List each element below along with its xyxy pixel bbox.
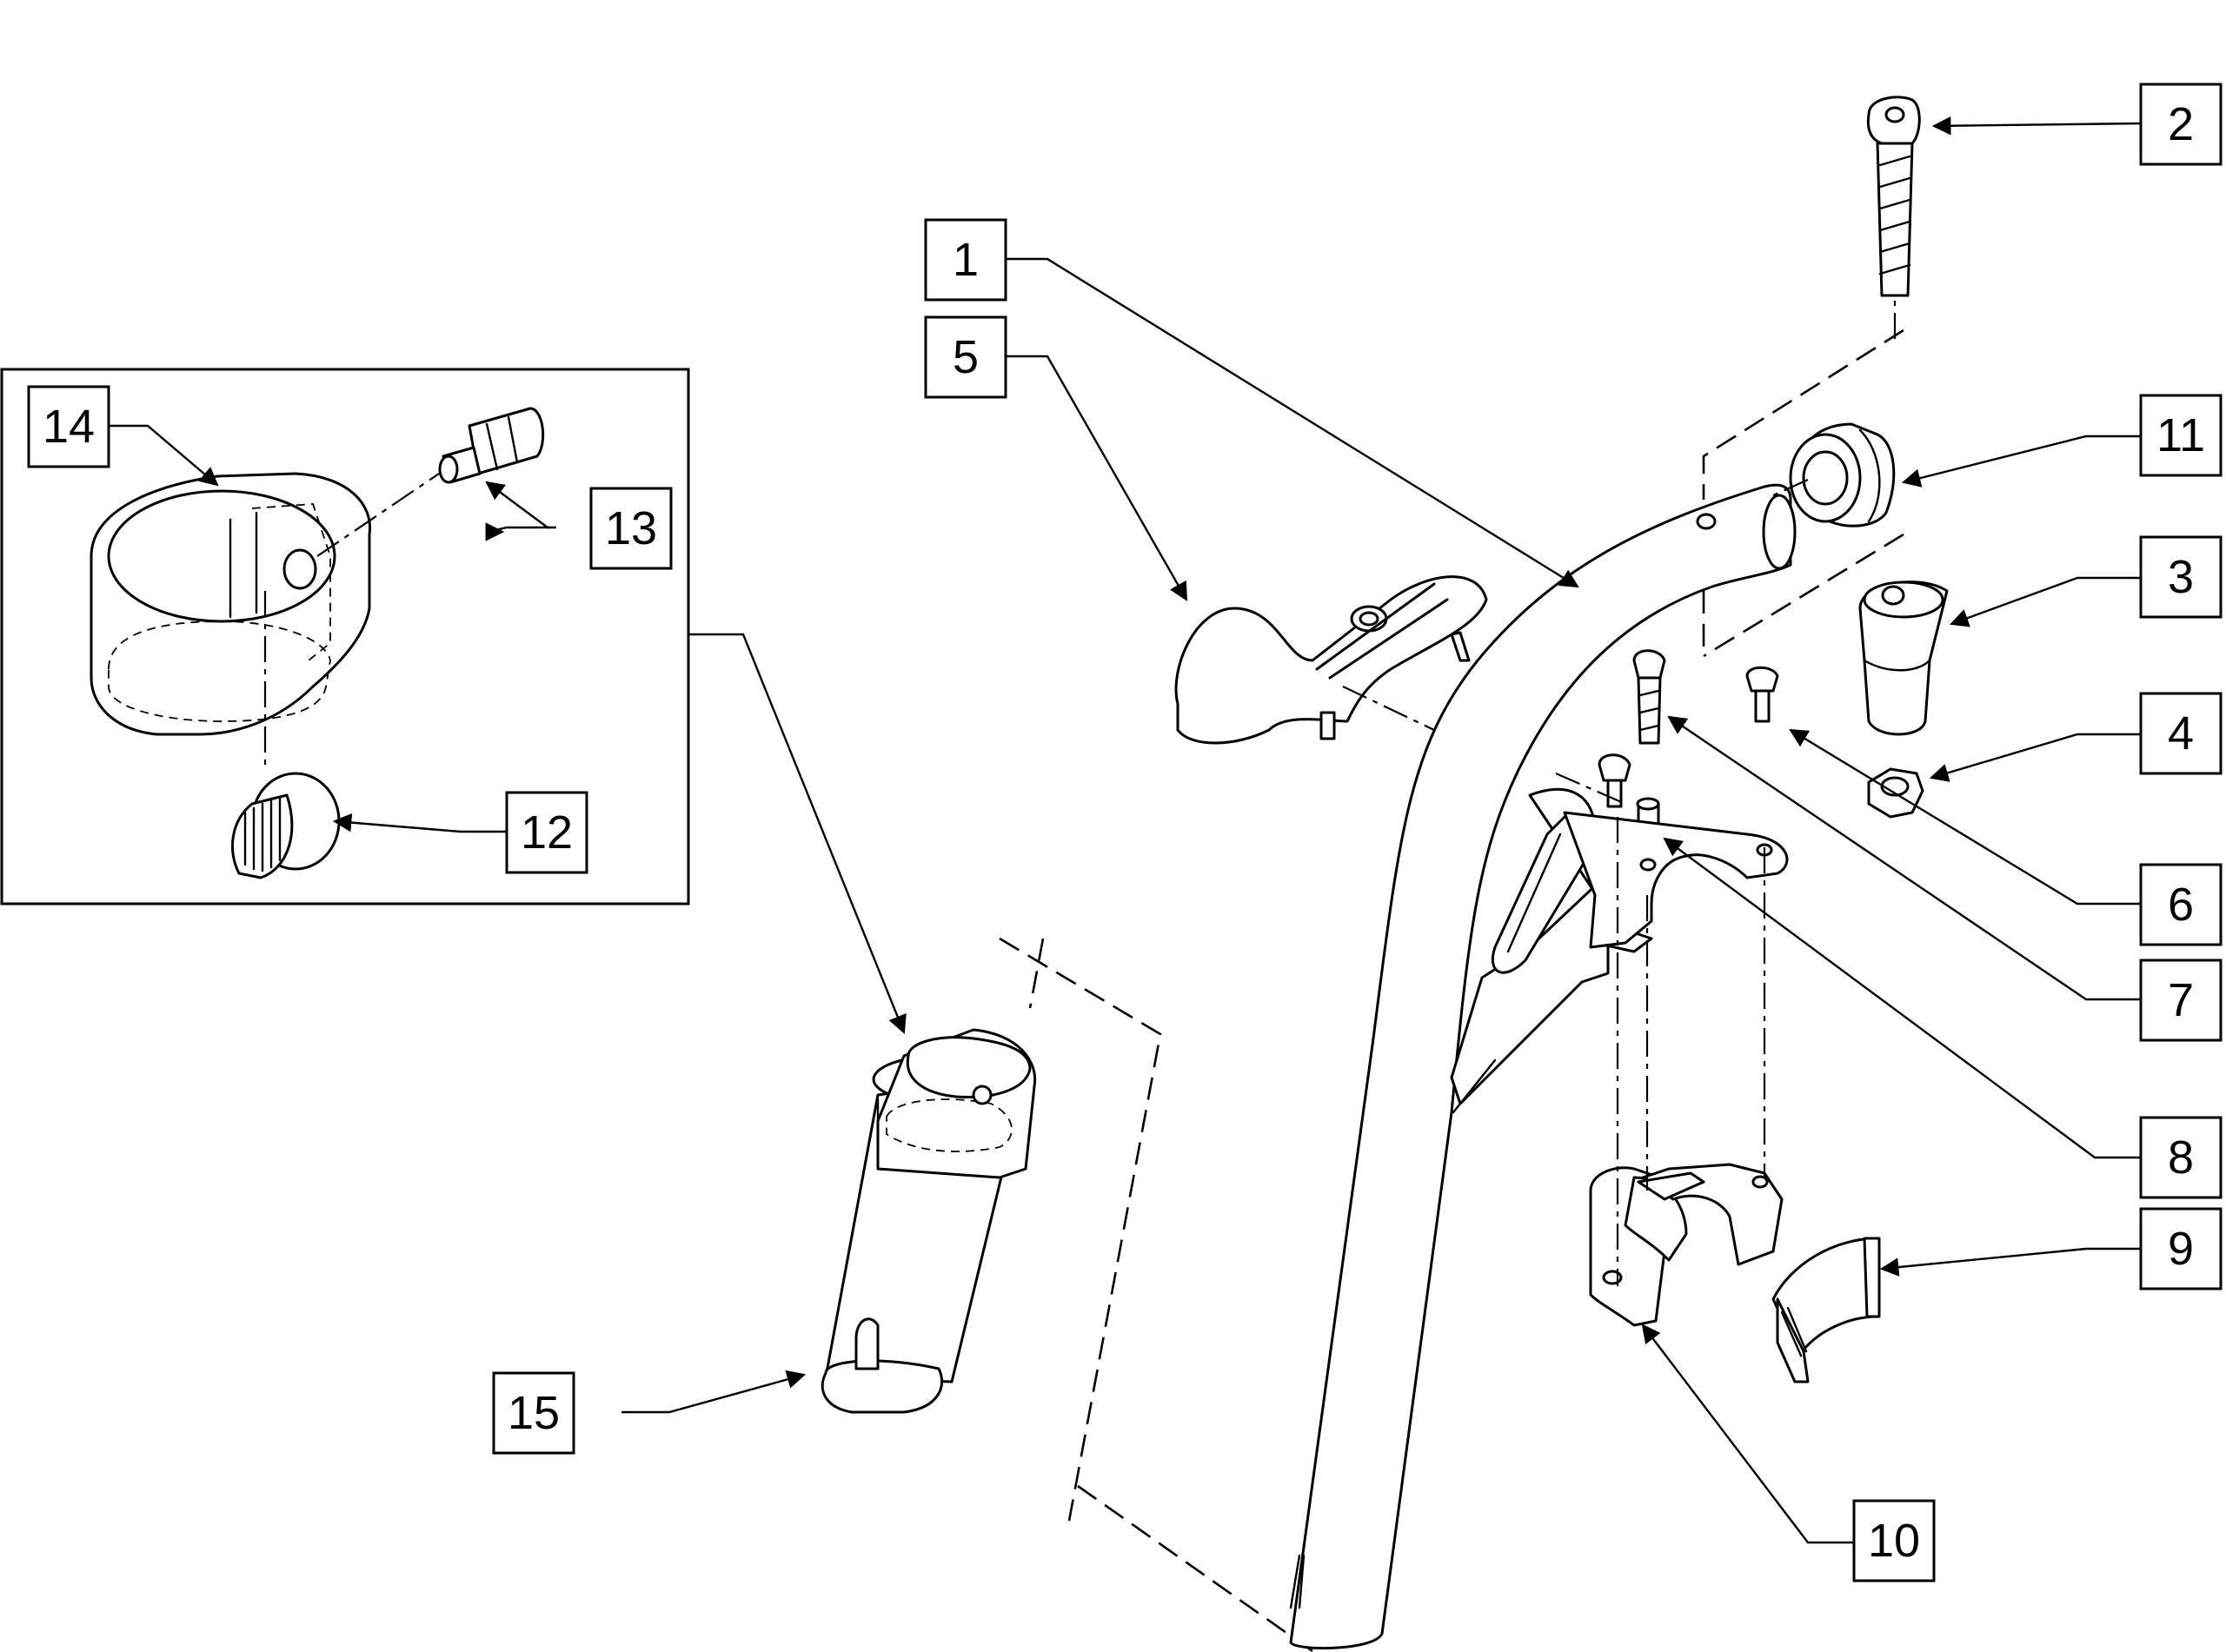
svg-text:5: 5 xyxy=(953,331,979,383)
svg-text:13: 13 xyxy=(605,502,657,554)
svg-text:9: 9 xyxy=(2168,1223,2194,1275)
part-2-screw xyxy=(1866,96,1921,297)
part-12-knob xyxy=(230,772,341,879)
callout-3: 3 xyxy=(2139,535,2223,619)
callout-1: 1 xyxy=(924,218,1007,302)
part-14-bushing-ring xyxy=(876,1028,1037,1179)
part-9-clip xyxy=(1771,1237,1881,1383)
callout-10: 10 xyxy=(1852,1499,1936,1582)
part-7-screw xyxy=(1632,649,1666,745)
svg-text:2: 2 xyxy=(2168,98,2194,150)
svg-text:10: 10 xyxy=(1868,1515,1920,1567)
svg-text:11: 11 xyxy=(2156,409,2205,461)
svg-text:4: 4 xyxy=(2168,707,2194,760)
callout-12: 12 xyxy=(505,791,588,874)
part-8-plate xyxy=(1563,811,1789,949)
part-13-set-screw xyxy=(438,407,545,484)
phantom-outline-lower xyxy=(999,937,1313,1652)
part-1-arm-frame xyxy=(1289,483,1797,1650)
part-11-plug xyxy=(1789,422,1896,527)
part-14-clamp-ring xyxy=(90,472,372,736)
callout-8: 8 xyxy=(2139,1116,2223,1199)
detail-inset-frame xyxy=(0,368,690,906)
callout-7: 7 xyxy=(2139,959,2223,1042)
callout-14: 14 xyxy=(27,385,110,468)
callout-6: 6 xyxy=(2139,863,2223,946)
svg-text:1: 1 xyxy=(953,234,979,286)
svg-text:6: 6 xyxy=(2168,879,2194,931)
callout-5: 5 xyxy=(924,315,1007,399)
svg-text:7: 7 xyxy=(2168,974,2194,1026)
callout-4: 4 xyxy=(2139,692,2223,775)
svg-text:8: 8 xyxy=(2168,1131,2194,1184)
part-5-armrest-pad xyxy=(1174,575,1488,745)
svg-text:15: 15 xyxy=(508,1387,560,1439)
svg-text:12: 12 xyxy=(521,806,573,859)
phantom-outline-upper xyxy=(1702,328,1904,658)
callout-9: 9 xyxy=(2139,1207,2223,1290)
leader-lines xyxy=(109,116,2142,1544)
inset-centerline-screw xyxy=(316,473,440,557)
svg-text:3: 3 xyxy=(2168,551,2194,603)
callout-2: 2 xyxy=(2139,83,2223,166)
svg-text:14: 14 xyxy=(43,401,95,453)
centerlines-main xyxy=(1342,300,1897,1286)
part-3-cup xyxy=(1858,581,1949,736)
callout-13: 13 xyxy=(589,487,673,570)
part-6-screw xyxy=(1745,666,1779,723)
callout-15: 15 xyxy=(492,1371,575,1455)
part-10-clamp-base xyxy=(1589,1163,1784,1327)
callout-11: 11 xyxy=(2139,394,2223,477)
